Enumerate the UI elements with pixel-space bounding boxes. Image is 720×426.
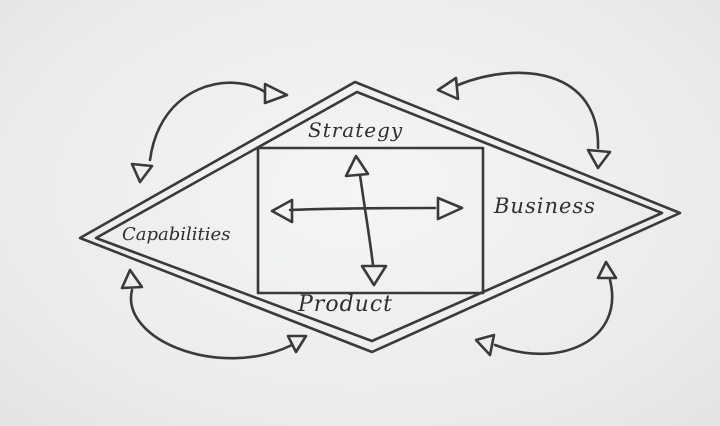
label-business: Business: [494, 194, 596, 218]
arrow-left-icon: [270, 198, 294, 224]
label-strategy: Strategy: [308, 118, 404, 142]
cross-arrows: [270, 154, 464, 287]
arrow-icon: [474, 333, 496, 357]
label-product: Product: [298, 292, 393, 317]
inner-rectangle: [256, 146, 485, 295]
curved-arrow-top-right: [436, 71, 612, 170]
arrow-down-icon: [360, 264, 388, 287]
outer-diamond: [78, 80, 682, 354]
label-capabilities: Capabilities: [122, 224, 231, 245]
curved-arrow-bottom-right: [474, 260, 618, 357]
curved-arrow-top-left: [130, 81, 289, 184]
arrow-up-icon: [344, 154, 370, 178]
curved-arrow-bottom-left: [120, 268, 308, 360]
arrow-right-icon: [436, 196, 464, 221]
